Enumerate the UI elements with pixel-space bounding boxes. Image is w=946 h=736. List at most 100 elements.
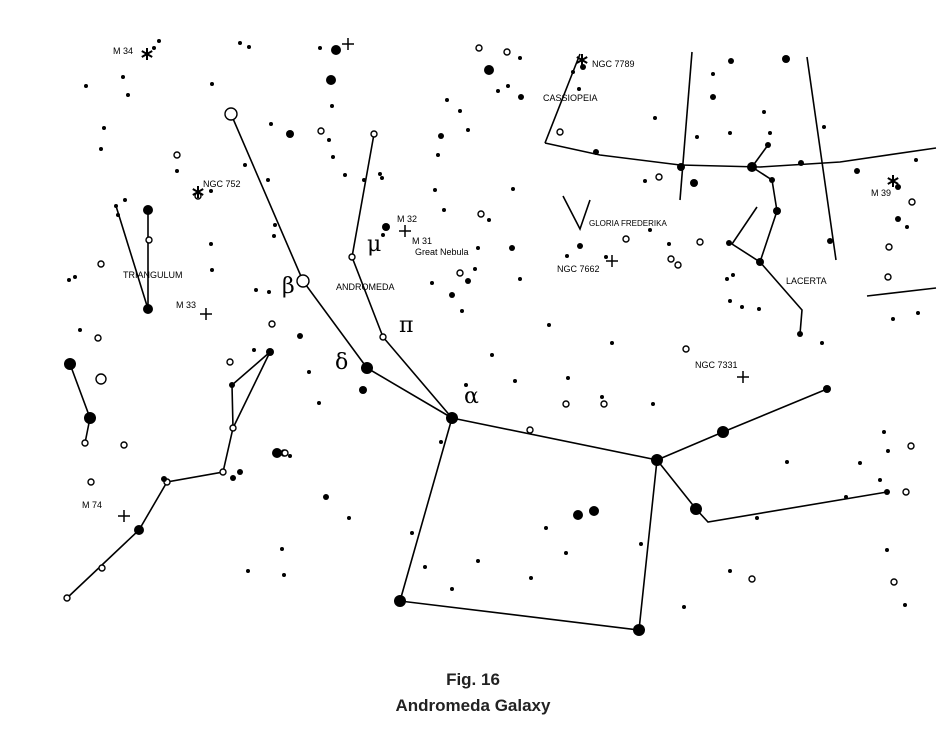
star [518,277,522,281]
star [442,208,446,212]
star-hollow [885,243,893,251]
star [690,503,702,515]
object-labels: M 34 NGC 7789 CASSIOPEIA NGC 752 M 32 M … [82,46,891,510]
star [717,426,729,438]
star [610,341,614,345]
star [518,56,522,60]
star [84,84,88,88]
star [359,386,367,394]
star [362,178,366,182]
star [378,172,382,176]
star [243,163,247,167]
star [347,516,351,520]
star [230,475,236,481]
greek-beta: β [282,274,295,299]
star [380,176,384,180]
greek-pi: π [399,313,413,338]
star [476,246,480,250]
star [282,573,286,577]
star-hollow [317,127,325,135]
star [577,243,583,249]
label-m39: M 39 [871,188,891,198]
star [438,133,444,139]
greek-alpha: α [464,384,479,409]
star [633,624,645,636]
label-m31: M 31 [412,236,432,246]
star [433,188,437,192]
star [509,245,515,251]
star-hollow [884,273,892,281]
constellation-line [759,261,803,335]
star [272,234,276,238]
star [725,277,729,281]
greek-mu: μ [367,232,381,257]
star [466,128,470,132]
label-ngc752: NGC 752 [203,179,241,189]
star [882,430,886,434]
galaxy-marker [737,371,749,383]
star [237,469,243,475]
star-hollow [224,107,238,121]
star [513,379,517,383]
label-m34: M 34 [113,46,133,56]
star-hollow [562,400,570,408]
star [123,198,127,202]
constellation-line [679,51,693,201]
star-hollow [296,274,310,288]
star-hollow [87,478,95,486]
constellation-line [544,142,937,168]
star [361,362,373,374]
star [266,348,274,356]
star [891,317,895,321]
star [506,84,510,88]
star [822,125,826,129]
star-hollow [556,128,564,136]
label-m74: M 74 [82,500,102,510]
star [157,39,161,43]
star [252,348,256,352]
star [238,41,242,45]
label-m33: M 33 [176,300,196,310]
star [529,576,533,580]
constellation-line [806,56,837,261]
star [728,58,734,64]
star [161,476,167,482]
star [884,489,890,495]
star [229,382,235,388]
star [593,149,599,155]
star [854,168,860,174]
star [121,75,125,79]
constellation-line [544,53,581,144]
star [143,205,153,215]
constellation-lines [66,51,937,631]
star [430,281,434,285]
star [116,213,120,217]
star [844,495,848,499]
star [757,307,761,311]
star [394,595,406,607]
galaxy-marker [399,225,411,237]
star-hollow [226,358,234,366]
star [773,207,781,215]
star [449,292,455,298]
star [731,273,735,277]
star [273,223,277,227]
star-hollow [526,426,534,434]
star [648,228,652,232]
star-hollow [890,578,898,586]
star [410,531,414,535]
galaxy-marker [118,510,130,522]
star [423,565,427,569]
star [916,311,920,315]
star [450,587,454,591]
constellation-line [69,363,91,444]
star [307,370,311,374]
label-ngc7662: NGC 7662 [557,264,600,274]
star [267,290,271,294]
figure-number: Fig. 16 [446,670,500,689]
star-hollow [674,261,682,269]
star-hollow [173,151,181,159]
star [496,89,500,93]
star [465,278,471,284]
star [653,116,657,120]
